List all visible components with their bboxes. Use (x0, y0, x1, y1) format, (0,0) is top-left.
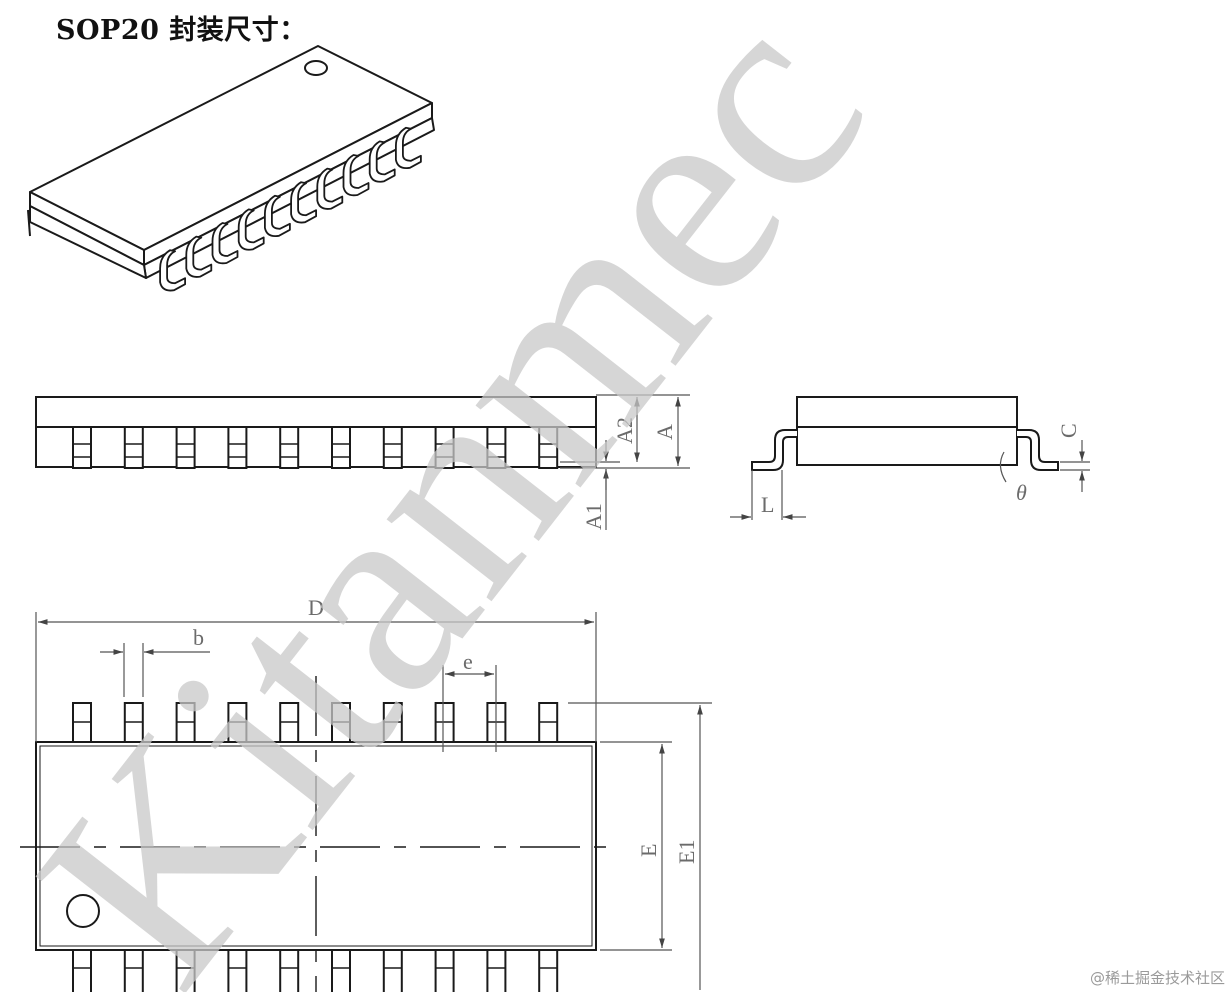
end-view-dimensions (730, 440, 1090, 520)
bottom-pin (382, 949, 403, 992)
centre-lines (20, 676, 612, 992)
iso-pins (159, 126, 422, 292)
dim-label-D: D (308, 595, 324, 620)
bottom-pin (175, 949, 196, 992)
top-view-dimensions (35, 612, 712, 990)
iso-pin (159, 249, 186, 292)
page-title: SOP20 封装尺寸： (56, 15, 307, 46)
iso-pin (316, 167, 344, 210)
bottom-pin (227, 949, 248, 992)
dim-label-E1: E1 (674, 840, 699, 864)
iso-pin (290, 181, 317, 224)
side-pin (123, 426, 144, 469)
iso-pin (185, 235, 213, 278)
side-pin (72, 426, 92, 469)
top-view-pins-lower (72, 949, 559, 992)
iso-pin (237, 208, 265, 251)
isometric-view (27, 45, 435, 292)
dim-label-E: E (636, 844, 661, 857)
top-view-pins-upper (72, 702, 559, 743)
iso-pin (342, 154, 370, 197)
dim-label-L: L (761, 492, 774, 517)
bottom-pin (279, 949, 300, 992)
dim-label-b: b (193, 625, 204, 650)
bottom-pin (331, 949, 351, 992)
dim-label-theta: θ (1016, 480, 1027, 505)
dim-label-e: e (463, 649, 473, 674)
bottom-pin (434, 949, 455, 992)
bottom-pin (486, 949, 507, 992)
iso-pin (211, 222, 239, 265)
iso-pin (368, 140, 396, 183)
side-pin (175, 426, 196, 469)
bottom-pin (123, 949, 144, 992)
site-credit: @稀土掘金技术社区 (1089, 969, 1225, 987)
side-view-long (35, 396, 597, 469)
dim-label-A: A (652, 424, 677, 440)
end-view (751, 396, 1059, 471)
iso-pin (395, 126, 422, 170)
iso-pin (264, 194, 291, 238)
dim-label-C: C (1056, 423, 1081, 438)
side-pin (227, 426, 248, 469)
side-view-pins (72, 426, 559, 469)
dim-label-A2: A2 (612, 417, 637, 444)
bottom-pin (538, 949, 559, 992)
dim-label-A1: A1 (581, 503, 606, 530)
bottom-pin (72, 949, 92, 992)
side-view-dimensions (560, 394, 690, 530)
